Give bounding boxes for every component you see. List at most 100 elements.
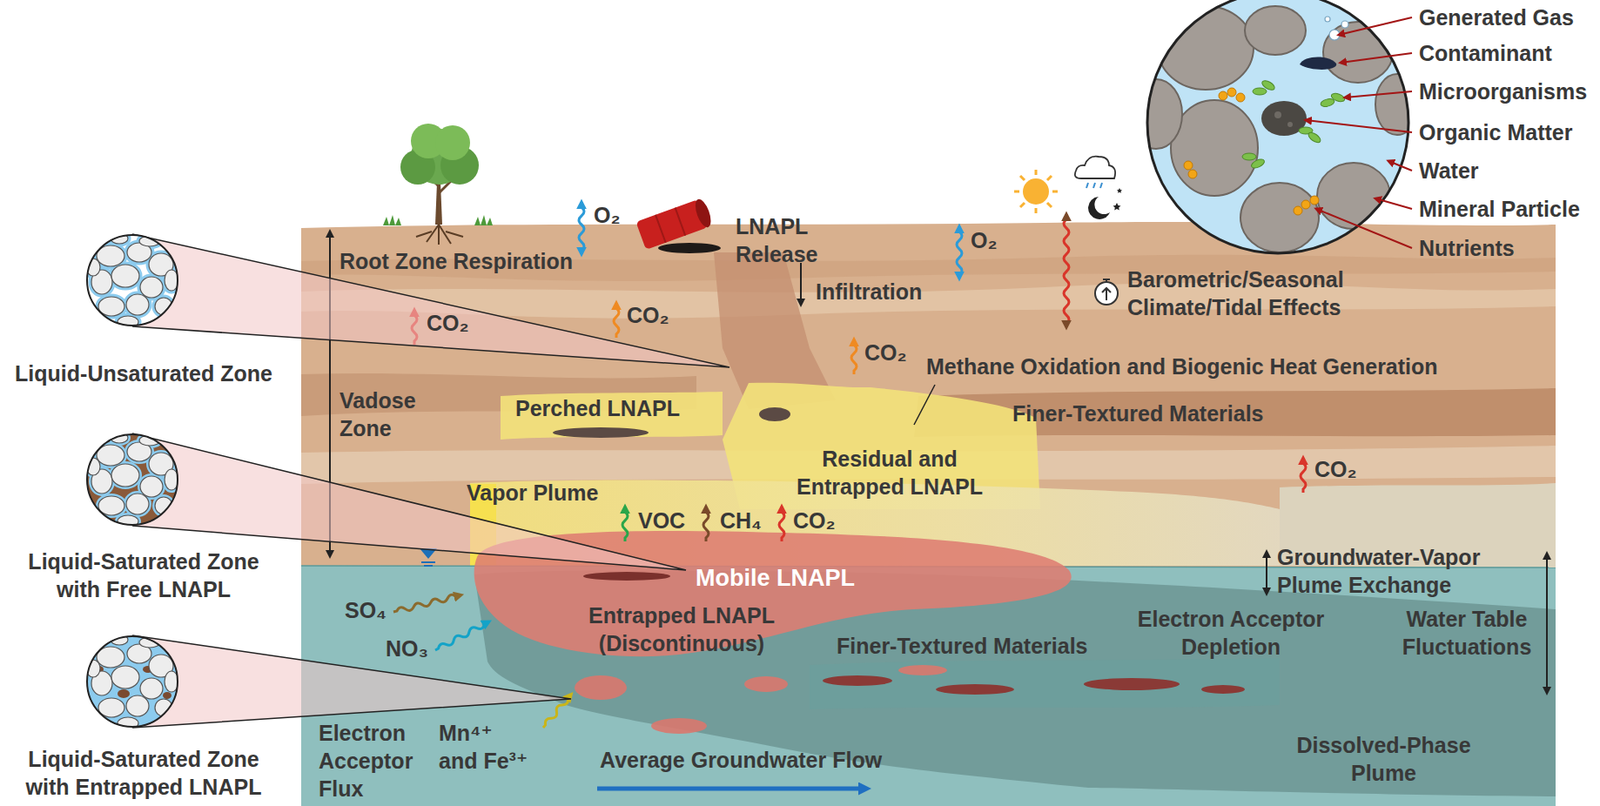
spilled-drum: [635, 197, 714, 250]
acceptor-label: NO₃: [385, 634, 429, 663]
inset-label: Mineral Particle: [1418, 194, 1580, 223]
plume-label: Vapor Plume: [466, 478, 599, 507]
tree: [383, 215, 493, 226]
magnifier-cones: [132, 234, 730, 368]
acceptor-label: Mn⁴⁺ and Fe³⁺: [438, 719, 535, 775]
pore-scale-inset: [1274, 111, 1282, 119]
pore-view-free-lnapl: [86, 432, 179, 528]
inset-leaders: [1305, 120, 1412, 133]
weather-icons: [1112, 202, 1121, 211]
acceptor-label: SO₄: [344, 596, 387, 625]
pore-scale-inset: [1260, 79, 1277, 93]
pore-scale-inset: [1170, 100, 1258, 196]
gas-label: CO₂: [426, 309, 470, 337]
soil-label: Finer-Textured Materials: [836, 631, 1089, 660]
soil-profile: [301, 221, 1556, 806]
inset-outline: [86, 234, 179, 327]
inset-leaders: [1344, 91, 1412, 98]
dimension-arrows: [1546, 553, 1548, 693]
process-label: Methane Oxidation and Biogenic Heat Gene…: [926, 352, 1439, 381]
pore-view-entrapped-lnapl: [162, 692, 172, 700]
dimension-arrows: [800, 262, 802, 305]
pore-view-free-lnapl: [86, 432, 179, 528]
water-table-symbol: [419, 548, 437, 566]
magnifier-cones: [132, 635, 572, 728]
lnapl-label: Entrapped LNAPL (Discontinuous): [581, 601, 782, 658]
process-label: Water Table Fluctuations: [1397, 605, 1537, 661]
pore-scale-inset: [1183, 87, 1319, 216]
pore-inset: Liquid-Unsaturated Zone: [86, 234, 179, 327]
lnapl-label: Residual and Entrapped LNAPL: [789, 444, 990, 501]
pore-view-entrapped-lnapl: [86, 634, 179, 730]
gas-flux-arrows: [1300, 457, 1306, 493]
lnapl-label: Perched LNAPL: [515, 394, 680, 423]
inset-label: Contaminant: [1418, 39, 1553, 68]
flow-label: Average Groundwater Flow: [599, 746, 882, 774]
pore-scale-inset: [1129, 0, 1419, 254]
inset-label: Microorganisms: [1418, 77, 1587, 106]
water-table-symbol: [421, 562, 436, 566]
gas-flux-arrows: [851, 339, 857, 375]
process-label: Groundwater-Vapor Plume Exchange: [1277, 543, 1495, 599]
pore-scale-inset: [1242, 153, 1257, 161]
process-label: Root Zone Respiration: [339, 247, 573, 276]
weather-icons: [1088, 196, 1110, 220]
inset-leaders: [1375, 198, 1412, 209]
inset-leaders: [1338, 17, 1412, 35]
zone-caption: Liquid-Saturated Zone with Entrapped LNA…: [4, 745, 283, 801]
gas-flux-arrows: [613, 302, 619, 338]
lnapl-body: [744, 676, 788, 693]
lnapl-source-zone: [500, 391, 723, 440]
pore-scale-inset: [1301, 200, 1311, 209]
lnapl-body: [474, 531, 1072, 734]
gas-label: O₂: [593, 201, 621, 229]
gas-label: CO₂: [626, 301, 670, 330]
inset-circle: [87, 434, 178, 525]
inset-outline: [86, 635, 179, 728]
pore-scale-inset: [1129, 0, 1419, 254]
tree: [383, 123, 493, 245]
gas-flux-arrows: [392, 592, 462, 615]
pore-view-free-lnapl: [86, 432, 179, 528]
zone-label: Vadose Zone: [339, 386, 444, 443]
source-label: LNAPL Release: [735, 212, 827, 269]
lnapl-source-zone: [500, 252, 1041, 510]
dimension-arrows: [597, 786, 867, 792]
weather-icons: [1022, 178, 1049, 205]
gas-flux-arrows: [578, 201, 585, 255]
finer-textured-lens: [935, 684, 1015, 695]
pore-scale-inset: [1317, 162, 1391, 229]
finer-textured-lens: [809, 658, 1280, 710]
spilled-drum: [692, 197, 714, 230]
gas-flux-arrows: [434, 618, 491, 653]
pore-inset: Liquid-Saturated Zone with Free LNAPL: [86, 433, 179, 526]
spilled-drum: [658, 242, 721, 254]
pore-scale-inset: [1183, 161, 1193, 170]
pore-scale-inset: [1188, 169, 1197, 179]
tree: [435, 125, 471, 161]
pore-scale-inset: [1218, 91, 1228, 101]
pore-view-entrapped-lnapl: [86, 634, 179, 730]
gas-label: CO₂: [864, 338, 908, 367]
inset-leaders: [1316, 208, 1412, 249]
pore-inset: Liquid-Saturated Zone with Entrapped LNA…: [86, 635, 179, 728]
process-label: Electron Acceptor Flux: [318, 719, 432, 803]
dimension-arrows: [914, 384, 935, 425]
pore-scale-inset: [1236, 93, 1245, 102]
pore-scale-inset: [1227, 87, 1237, 97]
pore-scale-inset: [1287, 121, 1293, 128]
finer-textured-lens: [1201, 685, 1245, 694]
pore-scale-inset: [1240, 182, 1319, 253]
spilled-drum: [635, 197, 721, 254]
pore-scale-inset: [1242, 79, 1346, 170]
dissolved-plume: [474, 570, 1556, 797]
lnapl-source-zone: [759, 407, 791, 422]
inset-circle: [87, 636, 178, 727]
gas-label: VOC: [638, 506, 686, 535]
lnapl-body: [898, 665, 948, 676]
inset-label: Organic Matter: [1418, 118, 1573, 147]
lnapl-body: [574, 675, 627, 700]
pore-scale-inset: [1310, 195, 1319, 205]
